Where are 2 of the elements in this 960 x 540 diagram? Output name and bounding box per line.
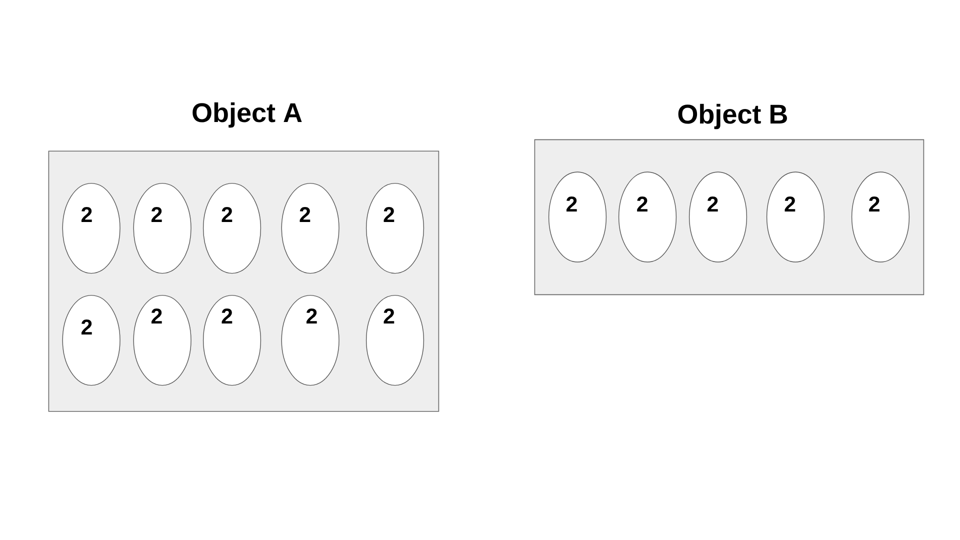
heading: Object A — [192, 102, 302, 128]
heading: Object B — [678, 104, 787, 130]
